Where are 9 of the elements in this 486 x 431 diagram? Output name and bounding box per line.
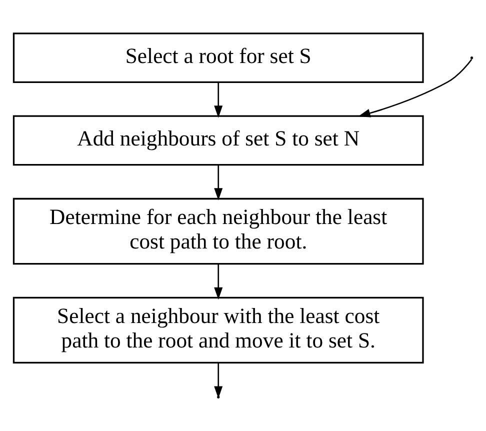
node-box: Select a neighbour with the least cost path to the root and move it to set S. [12,296,424,364]
arrow [214,164,223,200]
arrow [214,362,223,398]
arrow [214,82,223,118]
node-box: Select a root for set S [12,32,424,84]
arrow [358,58,472,118]
arrow [214,264,223,300]
node-box: Add neighbours of set S to set N [12,115,424,166]
node-box: Determine for each neighbour the least cost path to the root. [12,198,424,265]
